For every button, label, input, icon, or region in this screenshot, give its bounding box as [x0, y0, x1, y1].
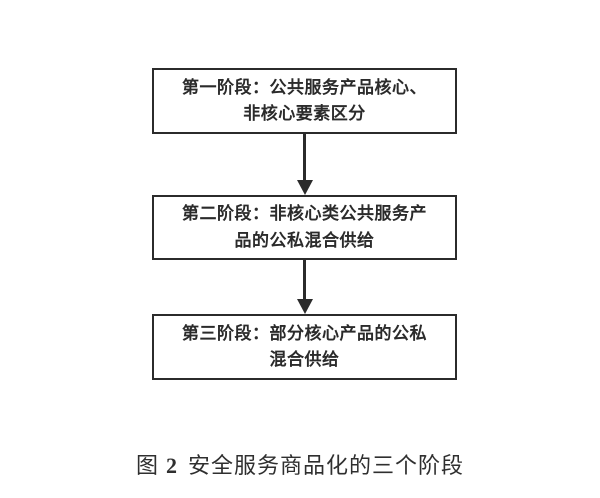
arrow-down-1 — [296, 134, 313, 195]
figure-caption-label: 图 — [135, 453, 159, 478]
arrowhead-icon — [296, 180, 313, 195]
stage-1-text-line-2: 非核心要素区分 — [243, 104, 366, 123]
arrow-down-2 — [296, 260, 313, 314]
figure-caption-title: 安全服务商品化的三个阶段 — [188, 453, 465, 478]
stage-1-text-line-1: 第一阶段：公共服务产品核心、 — [182, 77, 427, 97]
stage-1-box: 第一阶段：公共服务产品核心、 非核心要素区分 — [152, 68, 457, 134]
arrow-shaft — [303, 134, 306, 180]
arrow-shaft — [303, 260, 306, 299]
figure-caption-number: 2 — [166, 453, 178, 478]
arrowhead-icon — [296, 299, 313, 314]
stage-2-text-line-1: 第二阶段：非核心类公共服务产 — [182, 204, 427, 224]
stage-3-text-line-2: 混合供给 — [269, 350, 340, 369]
stage-2-box: 第二阶段：非核心类公共服务产 品的公私混合供给 — [152, 195, 457, 260]
stage-3-text-line-1: 第三阶段：部分核心产品的公私 — [182, 323, 427, 343]
stage-3-box: 第三阶段：部分核心产品的公私 混合供给 — [152, 314, 457, 380]
stage-2-text-line-2: 品的公私混合供给 — [234, 230, 375, 250]
